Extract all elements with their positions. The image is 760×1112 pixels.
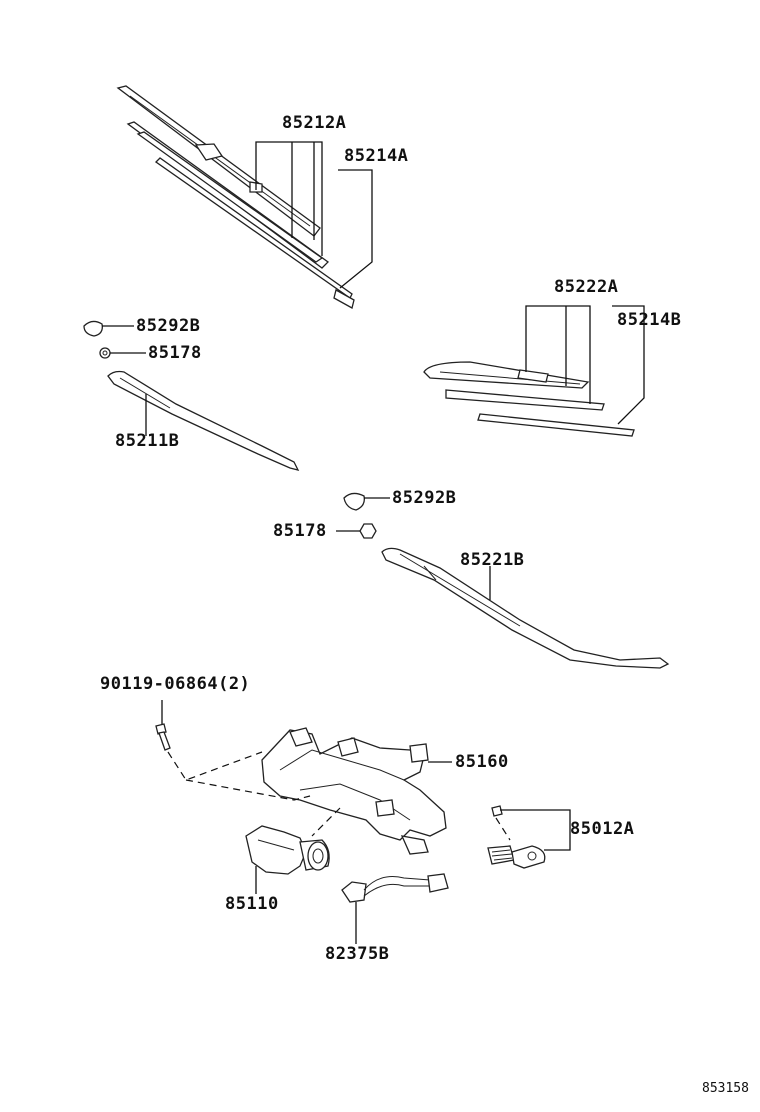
connector-85012a [487, 805, 571, 869]
label-85222a: 85222A [554, 277, 619, 297]
rear-wiper-arm [381, 547, 670, 669]
motor-dash-line [311, 807, 341, 837]
label-85214b: 85214B [617, 310, 682, 330]
wiper-motor [245, 825, 330, 894]
label-85212a: 85212A [282, 113, 347, 133]
label-85214a: 85214A [344, 146, 409, 166]
label-bolt: 90119-06864(2) [100, 674, 251, 694]
label-85211b: 85211B [115, 431, 180, 451]
wiper-harness [341, 873, 449, 944]
label-85160: 85160 [455, 752, 509, 772]
front-blade-leaders [255, 141, 373, 289]
label-85110: 85110 [225, 894, 279, 914]
front-nut-icon [99, 347, 146, 359]
label-82375b: 82375B [325, 944, 390, 964]
bolt-dash-line [167, 751, 311, 801]
bolt-icon [155, 700, 171, 751]
label-85178-rear: 85178 [273, 521, 327, 541]
wiper-link-assembly [261, 727, 452, 855]
rear-nut-icon [336, 523, 377, 539]
reference-code: 853158 [702, 1081, 749, 1096]
label-85292b-rear: 85292B [392, 488, 457, 508]
label-85178-front: 85178 [148, 343, 202, 363]
rear-blade-leaders [525, 305, 645, 425]
label-85292b-front: 85292B [136, 316, 201, 336]
label-85221b: 85221B [460, 550, 525, 570]
front-wiper-blade [116, 85, 355, 309]
rear-wiper-blade [423, 361, 635, 437]
label-85012a: 85012A [570, 819, 635, 839]
rear-cap-icon [343, 492, 390, 511]
front-cap-icon [83, 320, 134, 337]
front-wiper-arm [107, 370, 300, 471]
